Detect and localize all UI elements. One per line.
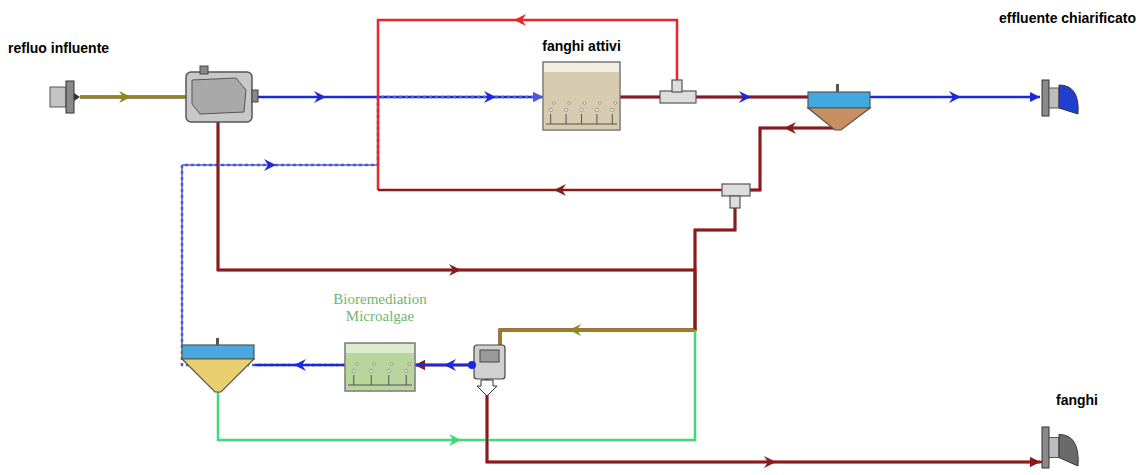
pipe-body bbox=[50, 87, 66, 107]
influent-pipe bbox=[80, 96, 186, 99]
node-label: fanghi attivi bbox=[528, 38, 635, 55]
diffuser bbox=[612, 114, 613, 124]
pipe-connector bbox=[415, 97, 838, 365]
bubble bbox=[405, 369, 408, 372]
dewatered-sludge-pipe bbox=[487, 396, 1045, 462]
diffuser bbox=[550, 114, 551, 124]
diffuser-header bbox=[546, 123, 617, 124]
tank-liquid bbox=[544, 72, 619, 129]
pipe-body bbox=[1049, 88, 1059, 108]
microalgae-tank: Bioremediation Microalgae bbox=[345, 343, 415, 391]
node-label: refluo influente bbox=[8, 40, 158, 57]
pipe-connector bbox=[182, 97, 543, 365]
sludge-port: fanghi bbox=[1040, 425, 1080, 470]
pipe-connector bbox=[80, 97, 1040, 462]
pipe-flange bbox=[66, 81, 74, 113]
diffuser bbox=[596, 114, 597, 124]
underflow-pipe bbox=[748, 128, 838, 190]
bubble bbox=[611, 108, 614, 111]
diffuser bbox=[566, 114, 567, 124]
waste-sludge-pipe bbox=[695, 203, 735, 330]
diffuser bbox=[353, 375, 354, 385]
outlet-dome bbox=[1059, 435, 1078, 467]
diffuser-header bbox=[348, 384, 412, 385]
return-sludge-pipe bbox=[378, 189, 722, 192]
diffuser bbox=[581, 114, 582, 124]
dewatering-unit bbox=[468, 345, 505, 396]
primary-sludge-pipe bbox=[218, 120, 695, 270]
node-shape bbox=[48, 80, 80, 114]
bubble bbox=[549, 108, 552, 111]
influent-port: refluo influente bbox=[48, 80, 80, 114]
activated-sludge-tank: fanghi attivi bbox=[543, 62, 620, 130]
bubble bbox=[408, 363, 411, 366]
secondary-clarifier bbox=[808, 84, 870, 130]
tank-wall bbox=[345, 343, 415, 391]
pipe-flange bbox=[1042, 427, 1049, 468]
bubble bbox=[568, 102, 571, 105]
pipe-connector bbox=[487, 97, 1040, 462]
bubble bbox=[370, 369, 373, 372]
bubble bbox=[595, 108, 598, 111]
flow-chevrons bbox=[119, 14, 961, 468]
settler-underflow-pipe bbox=[218, 330, 695, 440]
flow-tip bbox=[74, 93, 80, 101]
tank-liquid bbox=[346, 353, 414, 390]
node-shape bbox=[345, 343, 415, 391]
splitter-tee bbox=[660, 80, 696, 103]
node-shape bbox=[543, 62, 620, 130]
algae-feed-pipe bbox=[415, 364, 472, 367]
bubble bbox=[387, 369, 390, 372]
diffuser bbox=[388, 375, 389, 385]
effluent-port: effluente chiarificato bbox=[1040, 78, 1080, 118]
bubble bbox=[580, 108, 583, 111]
algae-settler bbox=[182, 338, 254, 392]
node-label: fanghi bbox=[1056, 392, 1136, 409]
primary-treatment-unit bbox=[186, 66, 258, 122]
bubble bbox=[614, 102, 617, 105]
bubble bbox=[565, 108, 568, 111]
node-shape bbox=[1040, 425, 1080, 470]
bubble bbox=[599, 102, 602, 105]
pipe-body bbox=[1049, 438, 1059, 458]
bubble bbox=[390, 363, 393, 366]
bubble bbox=[552, 102, 555, 105]
pipe-connector bbox=[80, 97, 695, 365]
outlet-dome bbox=[1059, 85, 1078, 114]
centrate-pipe bbox=[500, 330, 695, 345]
bubble bbox=[352, 369, 355, 372]
node-label: effluente chiarificato bbox=[950, 10, 1136, 27]
bubble bbox=[373, 363, 376, 366]
node-shape bbox=[1040, 78, 1080, 118]
recycle-pipe bbox=[378, 20, 677, 190]
pipe-flange bbox=[1042, 80, 1049, 116]
tank-wall bbox=[543, 62, 620, 130]
diffuser bbox=[371, 375, 372, 385]
bubble bbox=[355, 363, 358, 366]
splitter-tee bbox=[722, 184, 750, 208]
node-label: Bioremediation Microalgae bbox=[320, 291, 440, 325]
diffuser bbox=[406, 375, 407, 385]
bubble bbox=[583, 102, 586, 105]
